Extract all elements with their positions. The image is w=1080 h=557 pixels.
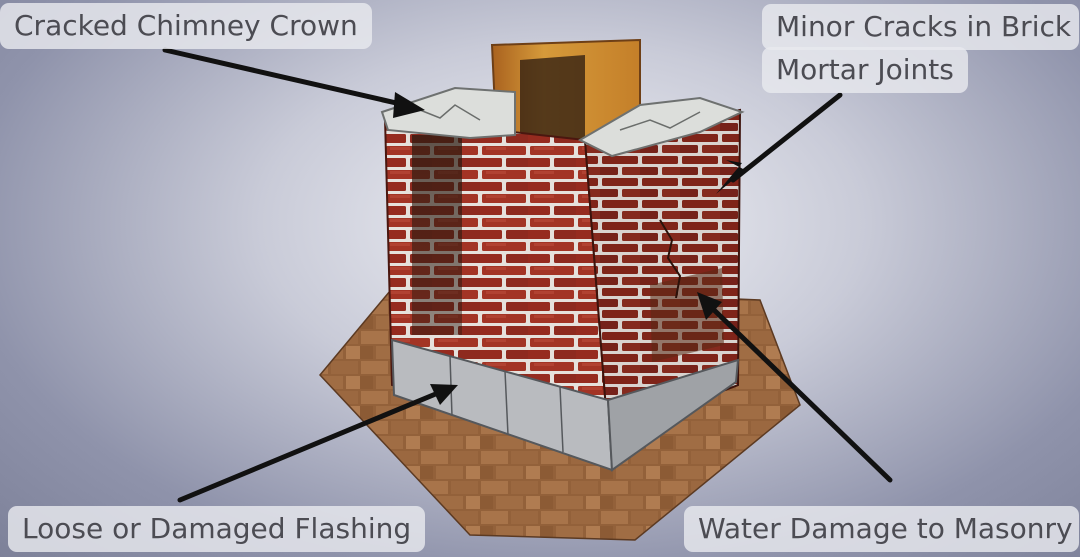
arrow-crown-head: [393, 92, 425, 118]
water-stain: [412, 135, 462, 335]
crown-crack-2: [619, 111, 701, 131]
chimney-crown-left: [380, 86, 516, 140]
label-loose-or-damaged-flashing: Loose or Damaged Flashing: [8, 506, 426, 552]
arrow-water-head: [697, 292, 722, 320]
label-cracked-chimney-crown: Cracked Chimney Crown: [0, 3, 372, 49]
brick-crack: [659, 219, 682, 299]
crown-crack-1: [419, 104, 481, 121]
callout-arrows: [162, 47, 893, 503]
arrow-crown-line: [162, 47, 408, 108]
arrow-flashing-head: [430, 384, 458, 405]
label-water-damage-to-masonry: Water Damage to Masonry: [684, 506, 1079, 552]
chimney-crown-right: [577, 96, 745, 158]
arrow-mortar-head: [716, 160, 745, 194]
label-mortar-joints: Mortar Joints: [762, 47, 968, 93]
arrow-flashing-line: [177, 390, 441, 503]
arrow-water-line: [709, 305, 893, 483]
damaged-mortar-area: [650, 268, 724, 362]
label-minor-cracks-in-brick: Minor Cracks in Brick: [762, 4, 1080, 50]
flashing-seam-3: [559, 386, 564, 453]
flashing-side: [606, 358, 740, 472]
arrow-mortar-line: [730, 92, 843, 183]
flashing-seam-2: [504, 370, 509, 436]
